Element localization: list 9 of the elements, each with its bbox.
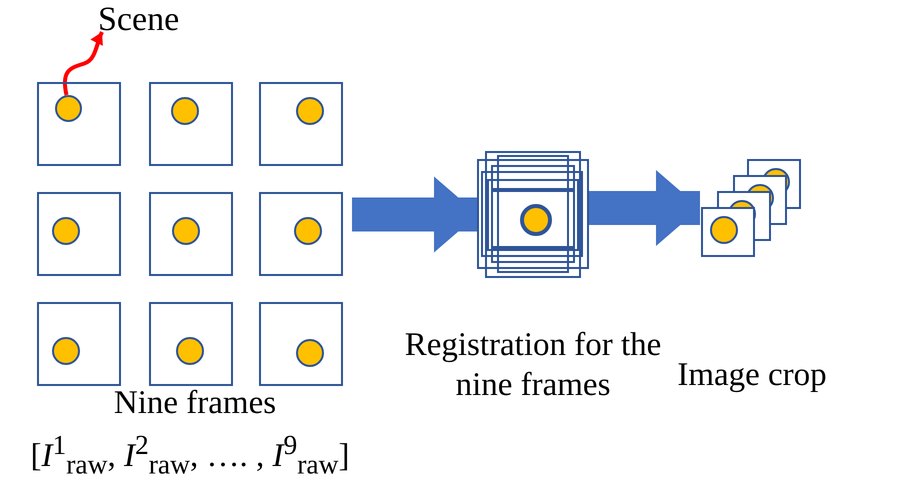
scene-label: Scene: [98, 0, 180, 40]
node-label: Image crop: [676, 356, 828, 395]
block-arrow: [352, 176, 478, 252]
formula-label: [I$^{1}$$_{raw}$, I$^{2}$$_{raw}$, …. , I$^{9}$$_{raw}$]: [30, 428, 350, 482]
scene-dot: [55, 95, 82, 122]
pointer-arrow: [62, 31, 104, 96]
node-label: Nine frames: [112, 384, 278, 423]
node-label: Registration for the nine frames: [404, 326, 662, 405]
block-arrow: [588, 170, 700, 246]
